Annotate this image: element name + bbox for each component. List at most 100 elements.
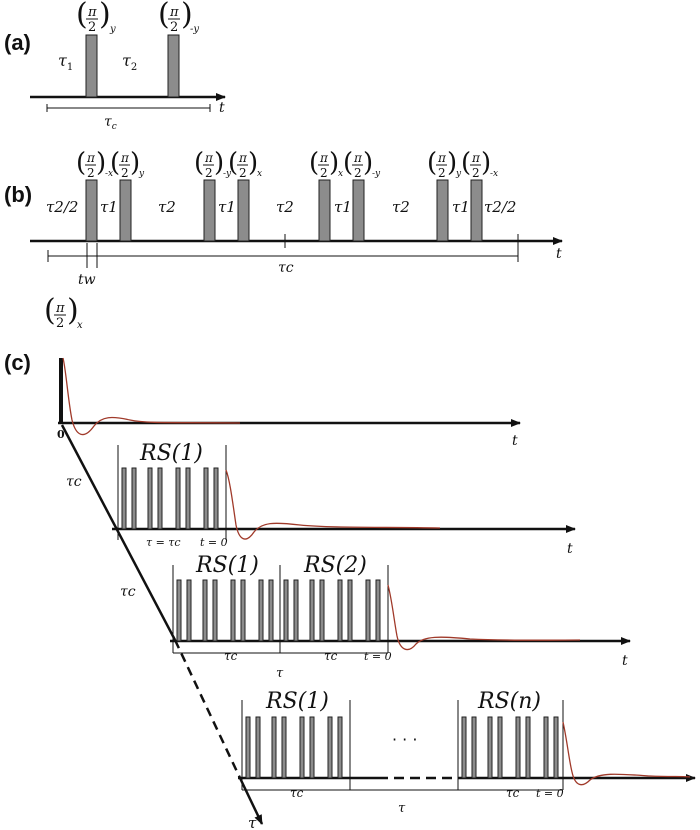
row4-blockn-pulse-8: [553, 716, 559, 779]
svg-text:): ): [248, 148, 258, 178]
row2-rs-block: RS(1): [139, 441, 203, 466]
row4-tau-c-1: τc: [290, 786, 304, 800]
row4-block1-pulse-1: [245, 716, 251, 779]
svg-text:(: (: [194, 148, 204, 178]
svg-text:2: 2: [472, 166, 480, 180]
svg-text:): ): [181, 0, 193, 32]
row4-tau: τ: [398, 801, 406, 816]
svg-text:(: (: [461, 148, 471, 178]
row4-rs-block-1: RS(1): [265, 689, 329, 714]
svg-text:): ): [96, 148, 106, 178]
panel-a-axis-label: t: [219, 100, 225, 116]
panel-b-delay-t1-4: τ1: [452, 198, 470, 216]
svg-text:2: 2: [354, 166, 362, 180]
row4-t0: t = 0: [536, 787, 564, 800]
row1-fid-signal: [62, 357, 241, 436]
svg-text:2: 2: [87, 166, 95, 180]
svg-text:(: (: [110, 148, 120, 178]
panel-b-pulses: [85, 179, 483, 242]
row4-fid-signal: [562, 721, 691, 786]
row2-block1-pulse-7: [203, 467, 209, 530]
svg-text:): ): [363, 148, 373, 178]
panel-b-pulse-8-label: (π2)-x: [461, 148, 498, 180]
row3-block2-pulse-4: [319, 579, 325, 642]
row3-block2-pulse-8: [375, 579, 381, 642]
row3-block1-pulse-3: [202, 579, 208, 642]
row3-block1-pulse-7: [258, 579, 264, 642]
svg-text:2: 2: [170, 20, 178, 35]
row3-block1-pulse-8: [268, 579, 274, 642]
panel-a-tau1: τ1: [58, 51, 73, 73]
svg-text:π: π: [437, 151, 447, 165]
row3-block2-pulse-5: [337, 579, 343, 642]
svg-text:2: 2: [121, 166, 129, 180]
row1-initial-pulse: [59, 358, 63, 423]
row2-fid-signal: [225, 469, 441, 540]
panel-b-pulse-8: [470, 179, 483, 242]
row2-axis-label: t: [567, 541, 573, 557]
row4-blockn-pulse-7: [543, 716, 549, 779]
svg-text:(: (: [228, 148, 238, 178]
panel-b-delay-t1-2: τ1: [218, 198, 236, 216]
tau-axis-dashed: [173, 639, 242, 779]
svg-text:(: (: [343, 148, 353, 178]
row4-block1-pulse-4: [281, 716, 287, 779]
svg-text:2: 2: [320, 166, 328, 180]
row3-block2-pulse-2: [293, 579, 299, 642]
svg-text:π: π: [353, 151, 363, 165]
svg-text:(: (: [76, 0, 88, 32]
row3-t0: t = 0: [364, 650, 392, 663]
row3-block1-pulse-5: [230, 579, 236, 642]
row4-blockn-pulse-5: [515, 716, 521, 779]
panel-a-cycle-label: τc: [104, 114, 117, 132]
svg-text:-y: -y: [190, 24, 199, 35]
panel-b-cycle-label: τc: [278, 260, 294, 276]
row3-fid-signal: [387, 584, 581, 651]
row3-block1-pulse-1: [176, 579, 182, 642]
panel-b-pulse-2-label: (π2)y: [110, 148, 145, 180]
panel-b-pulse-1-label: (π2)-x: [76, 148, 113, 180]
panel-b-delay-t1-1: τ1: [100, 198, 118, 216]
panel-b-pulse-labels: (π2)-x(π2)y(π2)-y(π2)x(π2)x(π2)-y(π2)y(π…: [76, 148, 498, 180]
svg-text:): ): [99, 0, 111, 32]
panel-b-pulse-7: [436, 179, 449, 242]
svg-text:y: y: [109, 24, 116, 35]
panel-b-delay-t2-3: τ2: [392, 198, 410, 216]
row4-block1-pulse-3: [271, 716, 277, 779]
row3-axis-label: t: [622, 653, 628, 669]
panel-b-pulse-4: [237, 179, 250, 242]
row3-pulse-train: [176, 579, 381, 642]
svg-text:x: x: [338, 169, 343, 179]
svg-text:π: π: [169, 5, 179, 20]
panel-b-pulse-3: [203, 179, 216, 242]
row4-pulse-train: [245, 716, 559, 779]
svg-text:(: (: [158, 0, 170, 32]
svg-text:): ): [130, 148, 140, 178]
svg-text:2: 2: [438, 166, 446, 180]
row3-block2-pulse-7: [365, 579, 371, 642]
panel-a-tau2: τ2: [122, 51, 137, 73]
row3-tau-c-2: τc: [324, 649, 338, 663]
svg-text:(: (: [427, 148, 437, 178]
svg-text:-x: -x: [105, 169, 113, 179]
svg-text:2: 2: [205, 166, 213, 180]
row3-tau-c-1: τc: [224, 649, 238, 663]
svg-text:y: y: [138, 169, 145, 179]
svg-text:-y: -y: [372, 169, 381, 179]
panel-b-pulse-1: [85, 179, 98, 242]
svg-text:π: π: [86, 151, 96, 165]
svg-text:-y: -y: [223, 169, 232, 179]
row3-rs-block-1: RS(1): [195, 553, 259, 578]
panel-c: (c) ( π 2 ) x 0 t τ τc τc RS(1) τ = τc t…: [4, 293, 696, 830]
row3-block1-pulse-6: [240, 579, 246, 642]
panel-b-delay-t2-1: τ2: [158, 198, 176, 216]
panel-b-pulse-7-label: (π2)y: [427, 148, 462, 180]
svg-text:π: π: [87, 5, 97, 20]
svg-text:(: (: [44, 293, 56, 328]
panel-b-pulse-2: [119, 179, 132, 242]
row4-block1-pulse-6: [309, 716, 315, 779]
panel-a-pulse-2: [167, 34, 180, 98]
row3-block2-pulse-1: [283, 579, 289, 642]
row3-block1-pulse-4: [212, 579, 218, 642]
